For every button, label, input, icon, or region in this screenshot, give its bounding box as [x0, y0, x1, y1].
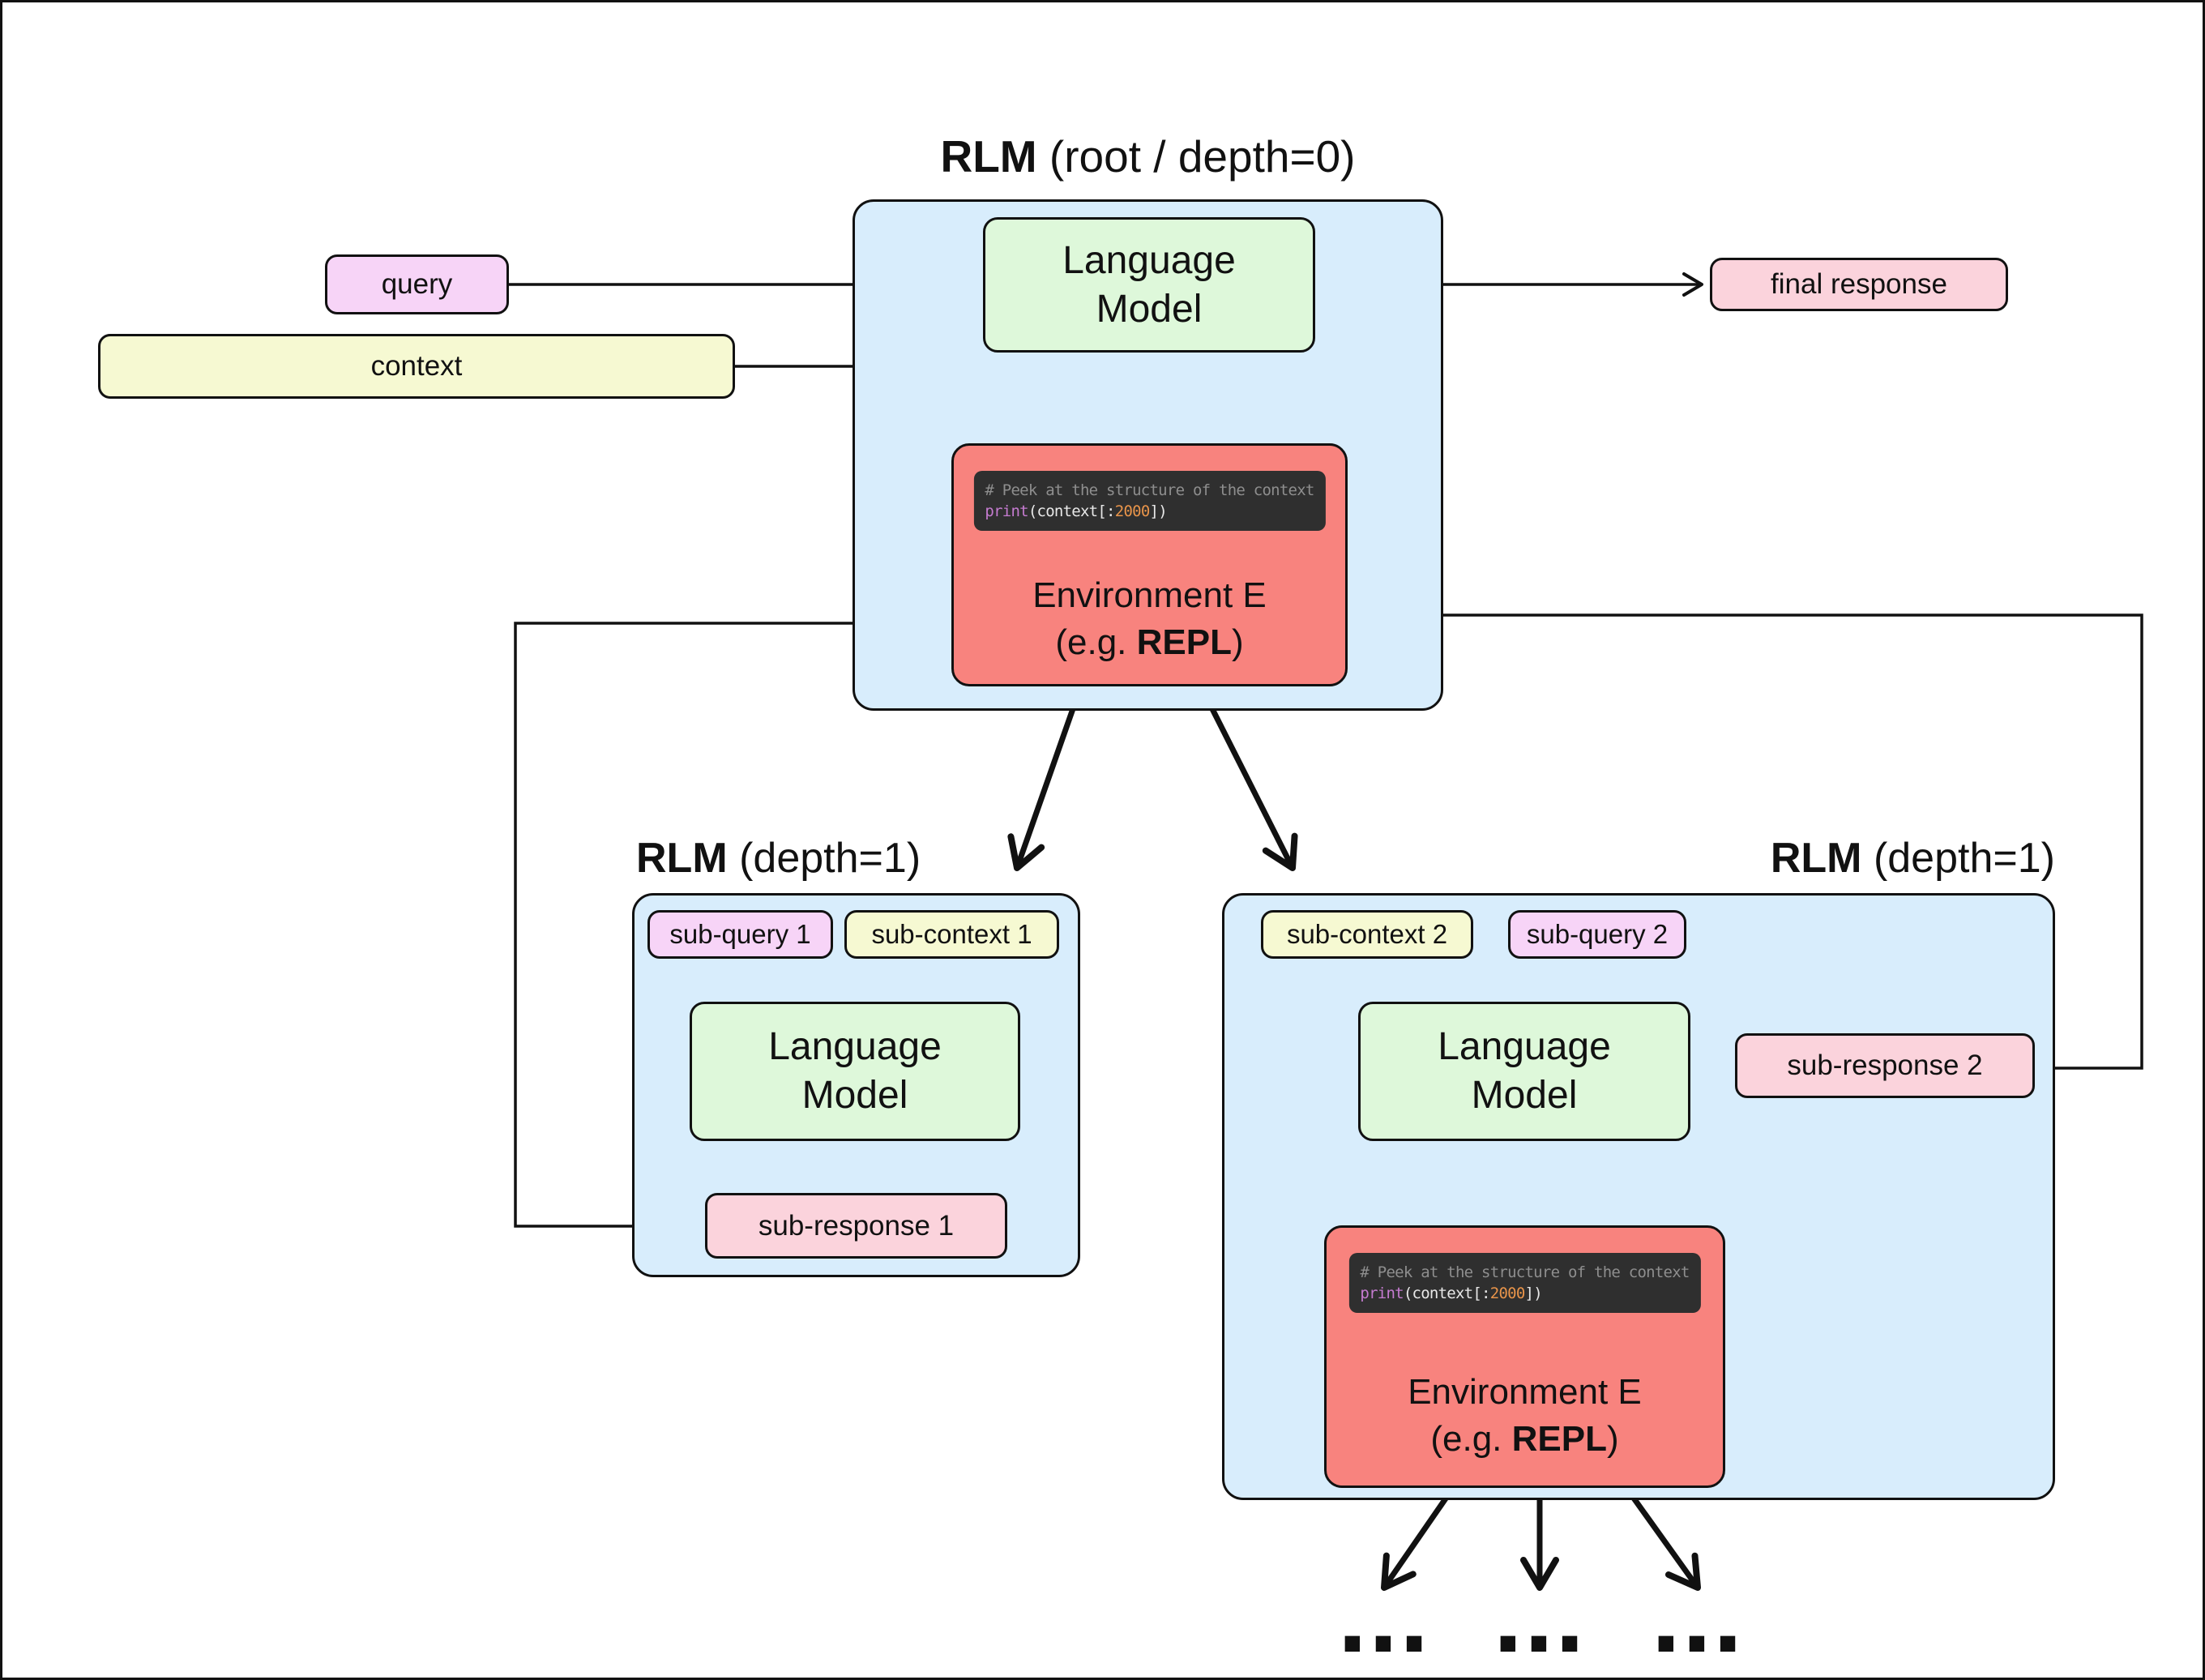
right-child-code-arg-open: (context[: [1403, 1285, 1491, 1302]
context-box: context [98, 334, 735, 399]
root-code-line2: print(context[:2000]) [985, 501, 1314, 522]
right-child-env-line1: Environment E [1408, 1371, 1642, 1412]
left-child-language-model-label: Language Model [768, 1023, 942, 1120]
final-response-box: final response [1710, 258, 2008, 311]
sub-response-2-box: sub-response 2 [1735, 1033, 2035, 1098]
right-child-code-comment: # Peek at the structure of the context [1360, 1263, 1690, 1281]
root-environment: # Peek at the structure of the context p… [951, 443, 1348, 686]
sub-context-1-box: sub-context 1 [844, 910, 1059, 959]
right-child-code-number: 2000 [1489, 1285, 1526, 1302]
root-env-line1: Environment E [1032, 575, 1267, 615]
root-code-number: 2000 [1114, 502, 1151, 520]
sub-query-1-box: sub-query 1 [647, 910, 833, 959]
right-child-rlm-title: RLM (depth=1) [1222, 834, 2055, 883]
right-child-language-model: Language Model [1358, 1002, 1690, 1141]
recursion-arrow-3 [1624, 1485, 1701, 1591]
root-code-snippet: # Peek at the structure of the context p… [973, 471, 1326, 531]
root-env-line2-bold: REPL [1136, 622, 1232, 662]
left-child-lm-line2: Model [801, 1074, 908, 1117]
right-child-env-line2-bold: REPL [1511, 1418, 1607, 1459]
right-child-rlm-title-rest: (depth=1) [1861, 835, 2055, 882]
root-language-model-label: Language Model [1062, 237, 1236, 334]
root-code-arg-close: ]) [1149, 502, 1168, 520]
left-child-rlm-title-rest: (depth=1) [727, 835, 921, 882]
root-language-model: Language Model [983, 217, 1315, 353]
recursion-arrow-1 [1381, 1486, 1455, 1591]
sub-context-2-box: sub-context 2 [1261, 910, 1473, 959]
ellipsis-1: ... [1337, 1556, 1431, 1674]
right-child-lm-line1: Language [1438, 1025, 1611, 1068]
left-child-rlm-title: RLM (depth=1) [636, 834, 921, 883]
root-env-line2-prefix: (e.g. [1055, 622, 1137, 662]
right-child-code-snippet: # Peek at the structure of the context p… [1348, 1253, 1701, 1313]
wire-subresponse1-to-root-env [514, 611, 945, 1228]
left-child-rlm-title-bold: RLM [636, 835, 728, 882]
root-code-keyword: print [985, 502, 1028, 520]
query-box: query [325, 254, 509, 314]
ellipsis-2: ... [1493, 1556, 1587, 1674]
right-child-env-line2-prefix: (e.g. [1430, 1418, 1512, 1459]
root-lm-line1: Language [1062, 238, 1236, 282]
right-child-code-arg-close: ]) [1524, 1285, 1543, 1302]
left-child-language-model: Language Model [690, 1002, 1020, 1141]
spawn-arrow-right-child [1199, 686, 1298, 871]
sub-query-2-box: sub-query 2 [1508, 910, 1686, 959]
root-rlm-title-bold: RLM [940, 131, 1037, 182]
right-child-lm-line2: Model [1471, 1074, 1578, 1117]
right-child-env-line2-suffix: ) [1606, 1418, 1619, 1459]
root-rlm-title-rest: (root / depth=0) [1036, 131, 1356, 182]
root-environment-label: Environment E (e.g. REPL) [954, 572, 1345, 666]
root-code-arg-open: (context[: [1028, 502, 1116, 520]
right-child-environment-label: Environment E (e.g. REPL) [1327, 1369, 1723, 1463]
root-lm-line2: Model [1096, 287, 1203, 331]
spawn-arrow-left-child [1007, 686, 1083, 871]
wire-subresponse2-to-root-env [1354, 603, 2143, 1070]
right-child-env-line2: (e.g. REPL) [1327, 1416, 1723, 1463]
root-env-line2-suffix: ) [1231, 622, 1244, 662]
root-env-line2: (e.g. REPL) [954, 619, 1345, 666]
sub-response-1-box: sub-response 1 [705, 1193, 1007, 1259]
root-rlm-title: RLM (root / depth=0) [853, 130, 1443, 182]
right-child-language-model-label: Language Model [1438, 1023, 1611, 1120]
right-child-code-keyword: print [1360, 1285, 1404, 1302]
left-child-lm-line1: Language [768, 1025, 942, 1068]
right-child-code-line2: print(context[:2000]) [1360, 1283, 1689, 1304]
root-code-comment: # Peek at the structure of the context [985, 481, 1314, 499]
right-child-environment: # Peek at the structure of the context p… [1324, 1225, 1725, 1488]
ellipsis-3: ... [1651, 1556, 1745, 1674]
right-child-rlm-title-bold: RLM [1770, 835, 1862, 882]
